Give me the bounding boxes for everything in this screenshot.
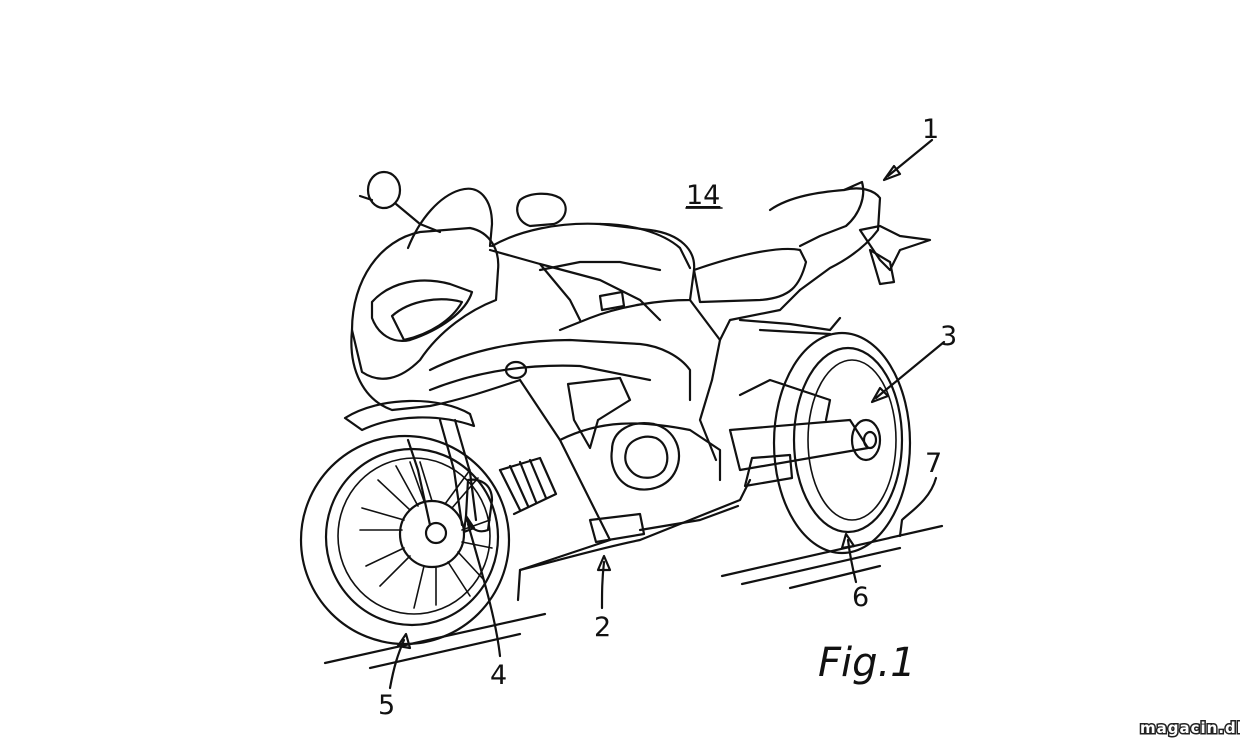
ref-numeral-5: 5 [378,690,395,721]
front-wheel [299,434,511,646]
watermark-text: magacin.dk [1140,719,1240,737]
ref-numeral-14: 14 [686,180,720,211]
front-fork-fender [343,399,494,533]
ref-numeral-1: 1 [922,114,939,145]
ref-numeral-7: 7 [925,448,942,479]
leader-lines [388,138,946,690]
ref-numeral-3: 3 [940,321,957,352]
rear-wheel [772,331,912,555]
tank-handlebars [488,192,722,462]
fairing-body [350,187,752,602]
mirrors [358,170,442,234]
figure-caption: Fig.1 [818,640,916,686]
ref-numeral-2: 2 [594,612,611,643]
ref-numeral-6: 6 [852,582,869,613]
seat-tail [692,180,932,342]
swingarm [728,378,870,488]
ref-numeral-4: 4 [490,660,507,691]
